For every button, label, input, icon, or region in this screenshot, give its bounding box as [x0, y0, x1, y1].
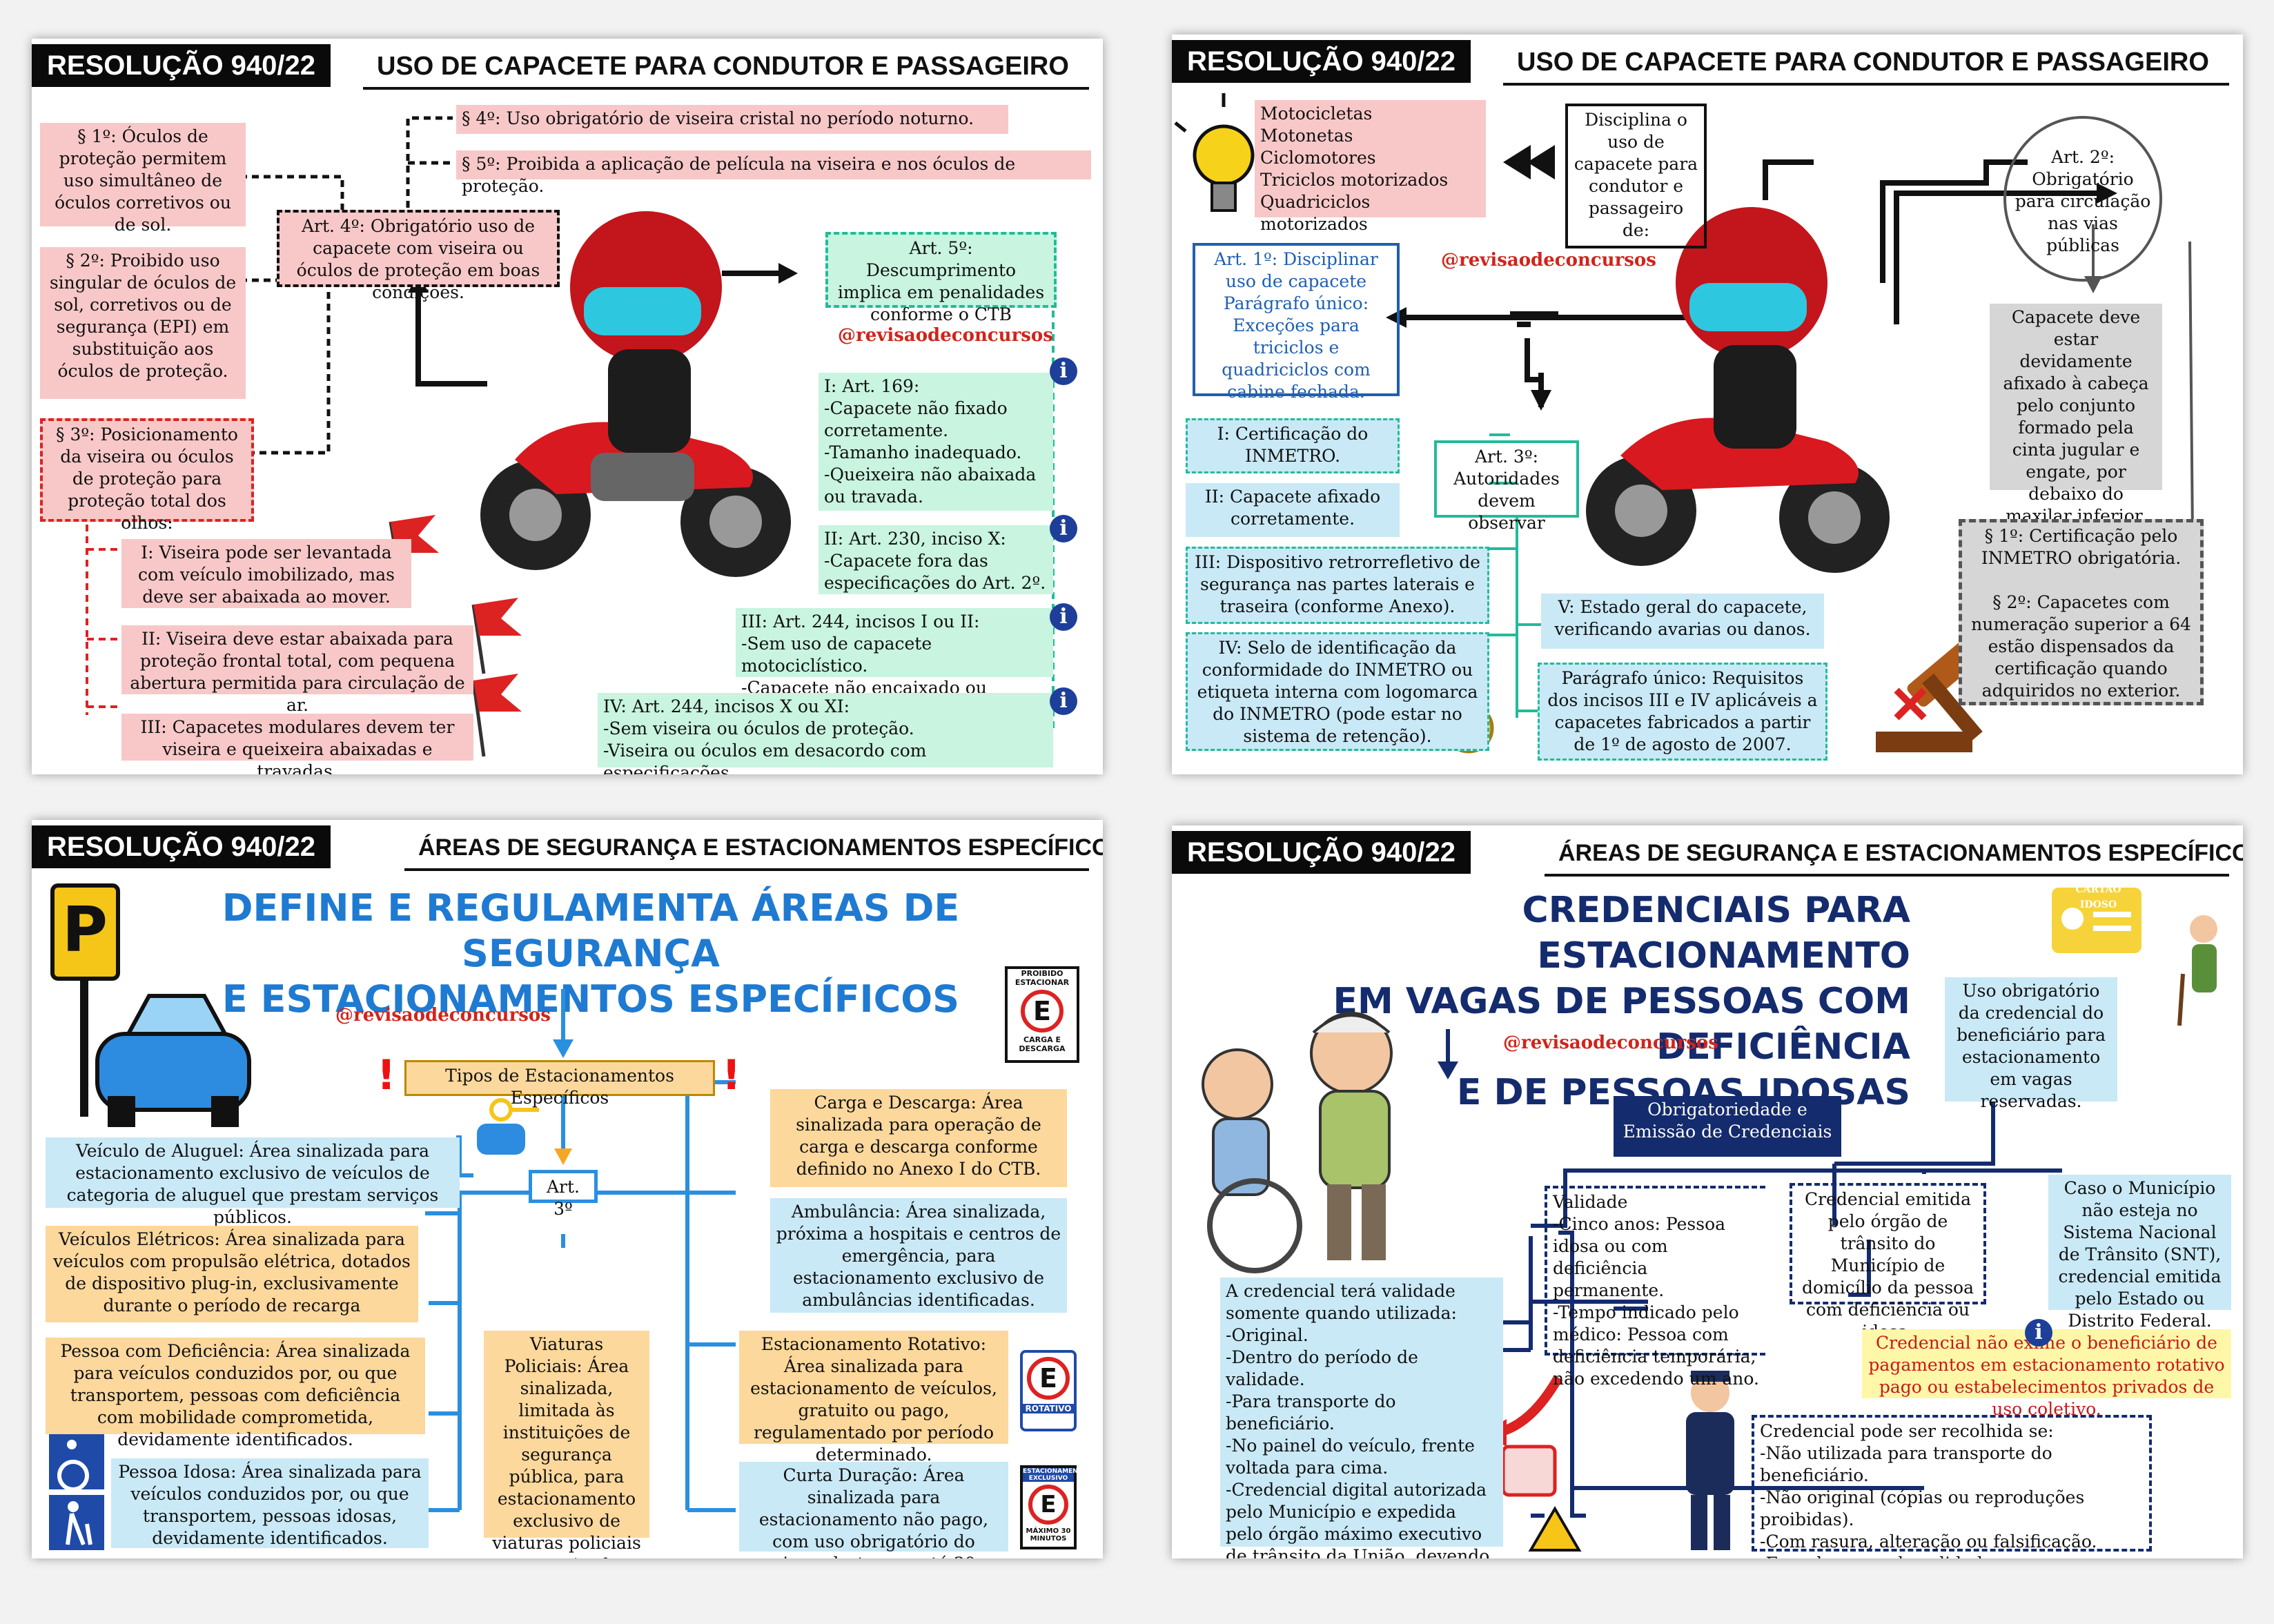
- panel-parking-areas: RESOLUÇÃO 940/22 ÁREAS DE SEGURANÇA E ES…: [32, 820, 1103, 1558]
- panel-title: ÁREAS DE SEGURANÇA E ESTACIONAMENTOS ESP…: [418, 834, 1103, 861]
- paragraph-4-box: § 4º: Uso obrigatório de viseira cristal…: [456, 105, 1008, 134]
- rental-vehicle-box: Veículo de Aluguel: Área sinalizada para…: [46, 1137, 460, 1227]
- title-underline: [1545, 874, 2229, 877]
- criterion-i-box: I: Certificação do INMETRO.: [1186, 418, 1400, 473]
- certification-box: § 1º: Certificação pelo INMETRO obrigató…: [1959, 519, 2204, 705]
- short-stay-sign: ESTACIONAMENTO EXCLUSIVO E MÁXIMO 30 MIN…: [1020, 1465, 1088, 1549]
- item-iii-box: III: Capacetes modulares devem ter visei…: [121, 714, 473, 774]
- title-underline: [1503, 83, 2229, 86]
- traffic-officer-icon: [1686, 1371, 1734, 1550]
- red-flag-icon: [471, 674, 522, 757]
- paragraph-5-box: § 5º: Proibida a aplicação de película n…: [456, 150, 1091, 196]
- article-4-box: Art. 4º: Obrigatório uso de capacete com…: [277, 210, 560, 302]
- exclamation-icon: !: [377, 1051, 395, 1099]
- e-sign-glyph: E: [1027, 1357, 1070, 1400]
- article-5-box: Art. 5º: Descumprimento implica em penal…: [825, 232, 1057, 324]
- wheelchair-icon: [49, 1434, 104, 1491]
- obligation-box: Obrigatoriedade e Emissão de Credenciais: [1614, 1096, 1841, 1157]
- paragraph-1-box: § 1º: Óculos de proteção permitem uso si…: [40, 123, 246, 235]
- panel-title: USO DE CAPACETE PARA CONDUTOR E PASSAGEI…: [1517, 48, 2209, 77]
- panel-helmet-discipline: RESOLUÇÃO 940/22 USO DE CAPACETE PARA CO…: [1172, 35, 2243, 774]
- panel-title: USO DE CAPACETE PARA CONDUTOR E PASSAGEI…: [377, 52, 1069, 81]
- panel-credentials: RESOLUÇÃO 940/22 ÁREAS DE SEGURANÇA E ES…: [1172, 825, 2243, 1558]
- validity-box: Validade -Cinco anos: Pessoa idosa ou co…: [1545, 1186, 1765, 1389]
- title-underline: [404, 868, 1089, 871]
- watermark: @revisaodeconcursos: [838, 325, 1053, 346]
- types-box: Tipos de Estacionamentos Específicos: [404, 1060, 715, 1108]
- sign-curta-bottom-text: MÁXIMO 30 MINUTOS: [1026, 1527, 1071, 1543]
- svg-text:!: !: [722, 1051, 741, 1099]
- revocation-box: Credencial pode ser recolhida se: -Não u…: [1752, 1415, 2152, 1558]
- disability-parking-box: Pessoa com Deficiência: Área sinalizada …: [46, 1338, 425, 1449]
- title-underline: [363, 87, 1089, 90]
- issuing-authority-box: Credencial emitida pelo órgão de trânsit…: [1790, 1183, 1986, 1342]
- discipline-box: Disciplina o uso de capacete para condut…: [1565, 104, 1707, 248]
- mandatory-use-box: Uso obrigatório da credencial do benefic…: [1945, 977, 2117, 1111]
- loading-area-box: Carga e Descarga: Área sinalizada para o…: [770, 1089, 1067, 1187]
- criterion-ii-box: II: Capacete afixado corretamente.: [1186, 483, 1400, 537]
- svg-text:P: P: [62, 894, 108, 966]
- electric-vehicle-box: Veículos Elétricos: Área sinalizada para…: [46, 1226, 418, 1322]
- resolution-badge: RESOLUÇÃO 940/22: [1172, 831, 1471, 874]
- panel-title: ÁREAS DE SEGURANÇA E ESTACIONAMENTOS ESP…: [1558, 840, 2243, 866]
- watermark: @revisaodeconcursos: [1503, 1033, 1718, 1053]
- e-sign-glyph: E: [1021, 990, 1064, 1033]
- sign-bottom-text: CARGA E DESCARGA: [1019, 1035, 1066, 1053]
- elderly-parking-box: Pessoa Idosa: Área sinalizada para veícu…: [111, 1458, 429, 1548]
- exclamation-icon: !: [722, 1051, 741, 1099]
- sole-paragraph-box: Parágrafo único: Requisitos dos incisos …: [1538, 663, 1827, 761]
- penalty-art-169-box: I: Art. 169: -Capacete não fixado corret…: [819, 373, 1053, 511]
- rotating-parking-box: Estacionamento Rotativo: Área sinalizada…: [739, 1331, 1008, 1465]
- paragraph-2-box: § 2º: Proibido uso singular de óculos de…: [40, 247, 246, 399]
- validity-conditions-box: A credencial terá validade somente quand…: [1220, 1278, 1503, 1558]
- criterion-iii-box: III: Dispositivo retrorrefletivo de segu…: [1186, 547, 1489, 624]
- e-sign-glyph: E: [1028, 1485, 1068, 1525]
- calendar-warning-icon: [1501, 1445, 1582, 1552]
- penalty-art-244-x-xi-box: IV: Art. 244, incisos X ou XI: -Sem vise…: [598, 693, 1053, 774]
- police-vehicle-box: Viaturas Policiais: Área sinalizada, lim…: [484, 1331, 649, 1558]
- main-heading: CREDENCIAIS PARA ESTACIONAMENTO EM VAGAS…: [1333, 890, 1910, 1113]
- penalty-art-244-i-ii-box: III: Art. 244, incisos I ou II: -Sem uso…: [736, 608, 1053, 720]
- criterion-v-box: V: Estado geral do capacete, verificando…: [1541, 594, 1824, 649]
- watermark: @revisaodeconcursos: [1441, 250, 1656, 271]
- item-i-box: I: Viseira pode ser levantada com veícul…: [121, 539, 411, 608]
- svg-text:!: !: [377, 1051, 395, 1099]
- article-3-box: Art. 3º: [529, 1170, 598, 1219]
- helmet-fixing-box: Capacete deve estar devidamente afixado …: [1990, 304, 2162, 526]
- panel-helmet-use: RESOLUÇÃO 940/22 USO DE CAPACETE PARA CO…: [32, 39, 1103, 774]
- no-parking-sign: PROIBIDO ESTACIONAR E CARGA E DESCARGA: [1005, 966, 1079, 1063]
- elderly-icon: [49, 1495, 104, 1550]
- rotating-sign: E ROTATIVO: [1020, 1350, 1077, 1431]
- state-issuing-box: Caso o Município não esteja no Sistema N…: [2048, 1175, 2231, 1331]
- item-ii-box: II: Viseira deve estar abaixada para pro…: [121, 625, 473, 715]
- info-icon: i: [1050, 603, 1077, 631]
- info-icon: i: [1050, 358, 1077, 385]
- article-2-circle: Art. 2º: Obrigatório para circulação nas…: [2003, 116, 2162, 282]
- sign-curta-top-text: ESTACIONAMENTO EXCLUSIVO: [1023, 1468, 1088, 1482]
- red-flag-icon: [471, 598, 522, 674]
- info-icon: i: [2025, 1319, 2052, 1347]
- resolution-badge: RESOLUÇÃO 940/22: [1172, 40, 1471, 83]
- vehicle-list-box: Motocicletas Motonetas Ciclomotores Tric…: [1255, 100, 1486, 234]
- article-1-box: Art. 1º: Disciplinar uso de capacete Par…: [1193, 243, 1400, 402]
- watermark: @revisaodeconcursos: [335, 1005, 551, 1026]
- resolution-badge: RESOLUÇÃO 940/22: [32, 825, 331, 868]
- sign-rot-text: ROTATIVO: [1023, 1404, 1074, 1413]
- sign-top-text: PROIBIDO ESTACIONAR: [1015, 969, 1070, 987]
- elderly-with-cane-icon: [2177, 915, 2217, 1026]
- info-icon: i: [1050, 687, 1077, 715]
- main-heading: DEFINE E REGULAMENTA ÁREAS DE SEGURANÇA …: [222, 886, 960, 1021]
- senior-card-label: CARTÃO IDOSO: [2075, 884, 2121, 910]
- penalty-art-230-box: II: Art. 230, inciso X: -Capacete fora d…: [819, 525, 1053, 594]
- info-icon: i: [1050, 515, 1077, 542]
- paragraph-3-box: § 3º: Posicionamento da viseira ou óculo…: [40, 418, 254, 533]
- criterion-iv-box: IV: Selo de identificação da conformidad…: [1186, 632, 1489, 751]
- ambulance-box: Ambulância: Área sinalizada, próxima a h…: [770, 1198, 1067, 1313]
- resolution-badge: RESOLUÇÃO 940/22: [32, 44, 331, 87]
- short-stay-box: Curta Duração: Área sinalizada para esta…: [739, 1462, 1008, 1558]
- article-3-box: Art. 3º: Autoridades devem observar: [1434, 440, 1579, 533]
